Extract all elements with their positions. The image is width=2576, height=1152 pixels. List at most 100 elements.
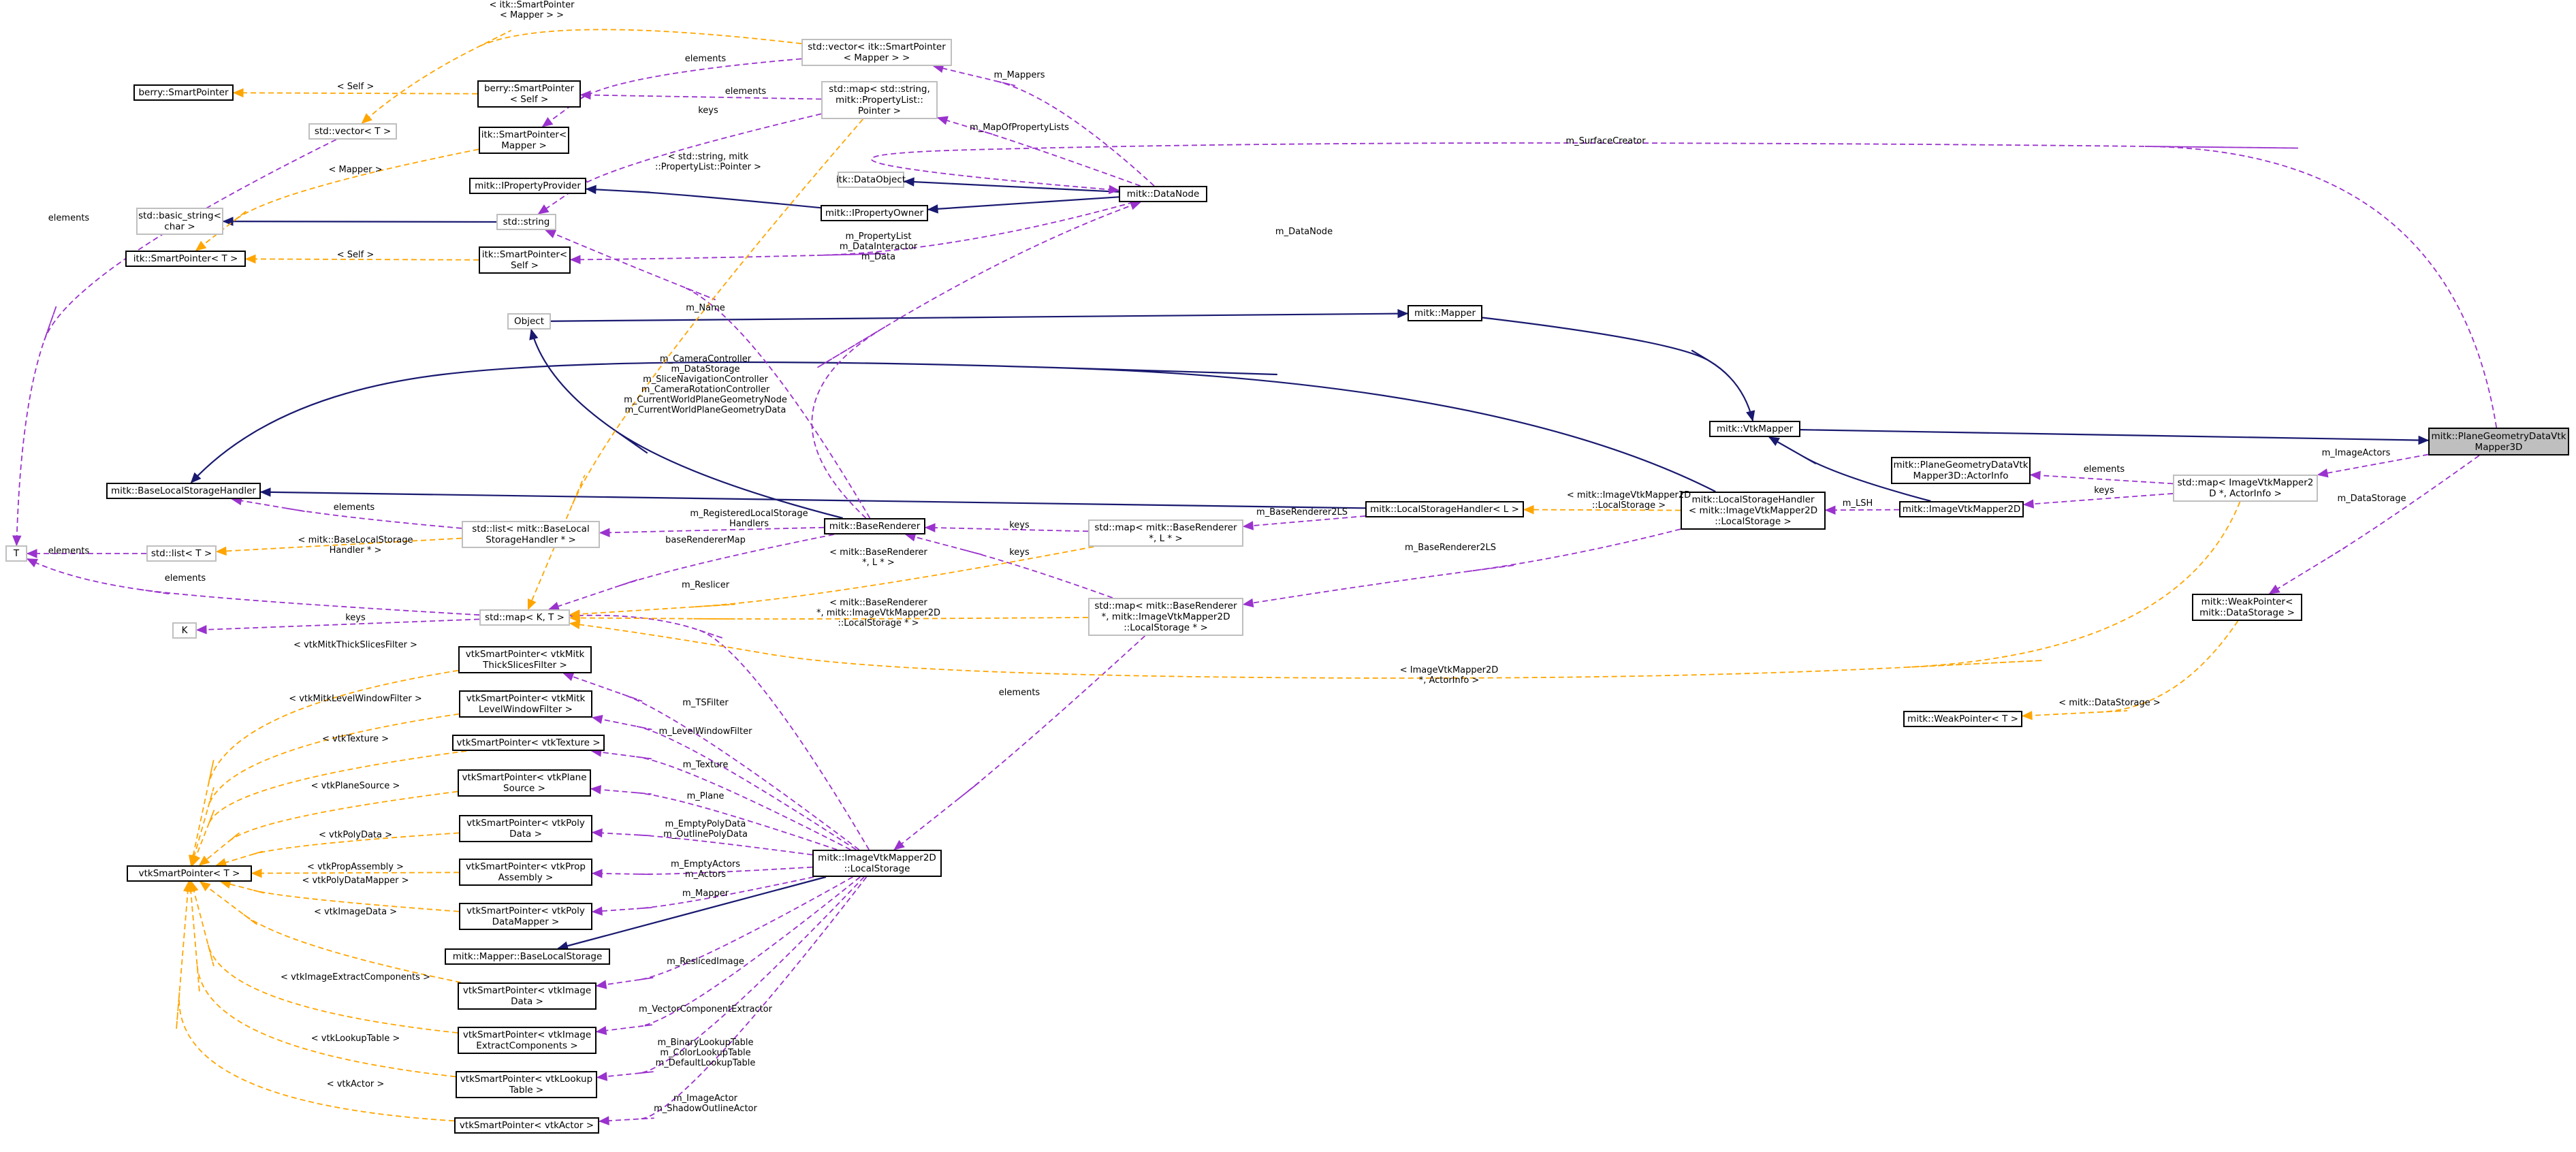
class-node-datanode[interactable]: mitk::DataNode (1119, 186, 1207, 202)
edge-label-weak-ds: < mitk::DataStorage > (2058, 698, 2161, 708)
edge-label-tpl-thick: < vtkMitkThickSlicesFilter > (293, 640, 417, 650)
class-node-base_lsh[interactable]: mitk::BaseLocalStorageHandler (106, 483, 261, 499)
edge-arrowhead-13 (2317, 468, 2329, 478)
class-node-vsp_t[interactable]: vtkSmartPointer< T > (127, 865, 252, 882)
class-node-vsp_plane[interactable]: vtkSmartPointer< vtkPlane Source > (458, 769, 591, 797)
class-node-blstorage[interactable]: mitk::Mapper::BaseLocalStorage (445, 948, 610, 965)
edge-label-tpl-polydata: < vtkPolyData > (318, 830, 393, 840)
edge-label-elements-ls: elements (998, 688, 1040, 698)
edge-localstorage-to-vsp_lut (597, 876, 865, 1078)
edge-arrowhead-3 (903, 177, 915, 187)
class-node-vsp_texture[interactable]: vtkSmartPointer< vtkTexture > (452, 735, 605, 751)
class-node-vsp_assembly[interactable]: vtkSmartPointer< vtkProp Assembly > (459, 859, 592, 886)
class-node-actorinfo[interactable]: mitk::PlaneGeometryDataVtk Mapper3D::Act… (1891, 457, 2031, 484)
edge-label-keys-brl: keys (1009, 520, 1030, 530)
class-node-vtkmapper[interactable]: mitk::VtkMapper (1709, 421, 1800, 437)
edge-map_br_l-to-baserenderer (925, 526, 1089, 532)
edge-mapper-to-vtkmapper (1482, 317, 1754, 421)
edge-arrowhead-33 (537, 204, 550, 214)
class-node-list_bls[interactable]: std::list< mitk::BaseLocal StorageHandle… (462, 521, 600, 548)
class-node-map_br_ls[interactable]: std::map< mitk::BaseRenderer *, mitk::Im… (1088, 598, 1243, 636)
class-node-lsh_l[interactable]: mitk::LocalStorageHandler< L > (1365, 501, 1524, 517)
class-node-lsh_ivm[interactable]: mitk::LocalStorageHandler < mitk::ImageV… (1681, 492, 1826, 530)
class-node-K[interactable]: K (172, 622, 197, 639)
edge-label-tpl-image: < vtkImageData > (313, 907, 398, 917)
class-node-berrysp_self[interactable]: berry::SmartPointer < Self > (477, 80, 581, 108)
class-node-berrysp[interactable]: berry::SmartPointer (133, 84, 234, 101)
edge-label-resliced: m_ReslicedImage (667, 957, 744, 967)
edge-map_proplist-to-map_kt (527, 118, 863, 610)
edge-label-keys-brls: keys (1009, 547, 1030, 558)
class-node-dataobject[interactable]: itk::DataObject (836, 172, 906, 188)
edge-label-registered: m_RegisteredLocalStorage Handlers (690, 509, 808, 529)
class-node-baserenderer[interactable]: mitk::BaseRenderer (824, 518, 925, 534)
edge-arrowhead-63 (191, 854, 201, 867)
edge-arrowhead-15 (2029, 470, 2041, 481)
edge-label-keys-ivm: keys (2094, 485, 2114, 496)
edge-label-tpl-lut: < vtkLookupTable > (311, 1034, 400, 1044)
edge-arrowhead-14 (2268, 584, 2280, 594)
class-node-propprovider[interactable]: mitk::IPropertyProvider (469, 178, 586, 194)
class-node-list_t[interactable]: std::list< T > (146, 545, 217, 562)
edge-arrowhead-66 (251, 868, 262, 878)
class-node-vec_t[interactable]: std::vector< T > (308, 123, 397, 140)
class-node-ivm2d[interactable]: mitk::ImageVtkMapper2D (1899, 501, 2024, 517)
edge-lsh_ivm-to-base_lsh (190, 361, 1716, 492)
edge-arrowhead-0 (2418, 435, 2430, 445)
edge-arrowhead-68 (199, 881, 211, 892)
edge-vsp_extract-to-vsp_t (191, 881, 458, 1034)
edge-label-elements-bls: elements (333, 502, 375, 513)
edge-focus-to-map_actorinfo (2317, 453, 2429, 476)
edge-arrowhead-42 (590, 785, 602, 795)
class-node-vsp_level[interactable]: vtkSmartPointer< vtkMitk LevelWindowFilt… (459, 690, 592, 718)
edge-localstorage-to-vsp_texture (591, 750, 851, 850)
edge-vsp_level-to-vsp_t (191, 713, 460, 866)
class-node-vsp_actor[interactable]: vtkSmartPointer< vtkActor > (454, 1117, 599, 1134)
class-node-map_kt[interactable]: std::map< K, T > (479, 609, 570, 626)
edge-baserenderer-to-list_bls (599, 526, 825, 534)
edge-label-elements-berry: elements (725, 86, 767, 97)
edge-arrowhead-57 (527, 598, 537, 611)
edge-arrowhead-31 (541, 116, 554, 127)
class-node-itksp_t[interactable]: itk::SmartPointer< T > (125, 251, 246, 267)
edge-label-elements-actorinfo: elements (2083, 464, 2125, 475)
class-node-stdstring[interactable]: std::string (496, 214, 556, 230)
class-node-map_br_l[interactable]: std::map< mitk::BaseRenderer *, L * > (1088, 519, 1243, 547)
edge-map_actorinfo-to-actorinfo (2030, 474, 2174, 485)
edge-localstorage-to-vsp_plane (590, 788, 838, 850)
class-node-vsp_extract[interactable]: vtkSmartPointer< vtkImage ExtractCompone… (458, 1027, 597, 1054)
edge-stdstring-to-basicstring (223, 221, 497, 223)
edge-label-lsh-template: < mitk::ImageVtkMapper2D ::LocalStorage … (1566, 490, 1691, 511)
class-node-localstorage[interactable]: mitk::ImageVtkMapper2D ::LocalStorage (812, 850, 942, 877)
class-node-object[interactable]: Object (507, 313, 551, 330)
edge-label-keys-proplist: keys (698, 106, 718, 116)
edge-label-texture: m_Texture (682, 760, 729, 770)
edge-arrowhead-43 (591, 828, 603, 838)
edge-label-tpl-level: < vtkMitkLevelWindowFilter > (289, 694, 422, 704)
edge-arrowhead-22 (893, 839, 905, 850)
class-node-T[interactable]: T (5, 545, 27, 562)
class-node-vsp_thick[interactable]: vtkSmartPointer< vtkMitk ThickSlicesFilt… (458, 646, 592, 673)
edge-label-brl-template: < mitk::BaseRenderer *, L * > (829, 547, 927, 568)
class-node-propowner[interactable]: mitk::IPropertyOwner (821, 205, 928, 221)
edge-label-levelwin: m_LevelWindowFilter (658, 726, 752, 737)
class-node-focus[interactable]: mitk::PlaneGeometryDataVtk Mapper3D (2428, 428, 2569, 455)
edge-lsh_l-to-base_lsh (260, 491, 1366, 509)
class-node-weak_t[interactable]: mitk::WeakPointer< T > (1903, 711, 2022, 727)
class-node-map_proplist[interactable]: std::map< std::string, mitk::PropertyLis… (821, 81, 938, 119)
class-node-mapper[interactable]: mitk::Mapper (1408, 305, 1482, 321)
class-node-vsp_lut[interactable]: vtkSmartPointer< vtkLookup Table > (456, 1071, 597, 1098)
edge-label-tpl-extract: < vtkImageExtractComponents > (281, 972, 430, 982)
edge-localstorage-to-vsp_image (596, 876, 853, 987)
class-node-map_actorinfo[interactable]: std::map< ImageVtkMapper2 D *, ActorInfo… (2173, 475, 2318, 502)
class-node-itksp_self[interactable]: itk::SmartPointer< Self > (479, 246, 571, 274)
class-node-basicstring[interactable]: std::basic_string< char > (136, 208, 223, 235)
class-node-vsp_polydata[interactable]: vtkSmartPointer< vtkPoly Data > (459, 815, 592, 842)
class-node-itksp_mapper[interactable]: itk::SmartPointer< Mapper > (479, 127, 569, 154)
class-node-vsp_image[interactable]: vtkSmartPointer< vtkImage Data > (458, 982, 597, 1010)
edge-label-tpl-assembly: < vtkPropAssembly > (307, 862, 404, 872)
edge-label-vecextract: m_VectorComponentExtractor (639, 1004, 772, 1014)
class-node-weak_ds[interactable]: mitk::WeakPointer< mitk::DataStorage > (2192, 594, 2302, 621)
class-node-vec_mapper[interactable]: std::vector< itk::SmartPointer < Mapper … (801, 39, 952, 66)
class-node-vsp_pdmapper[interactable]: vtkSmartPointer< vtkPoly DataMapper > (459, 903, 592, 930)
